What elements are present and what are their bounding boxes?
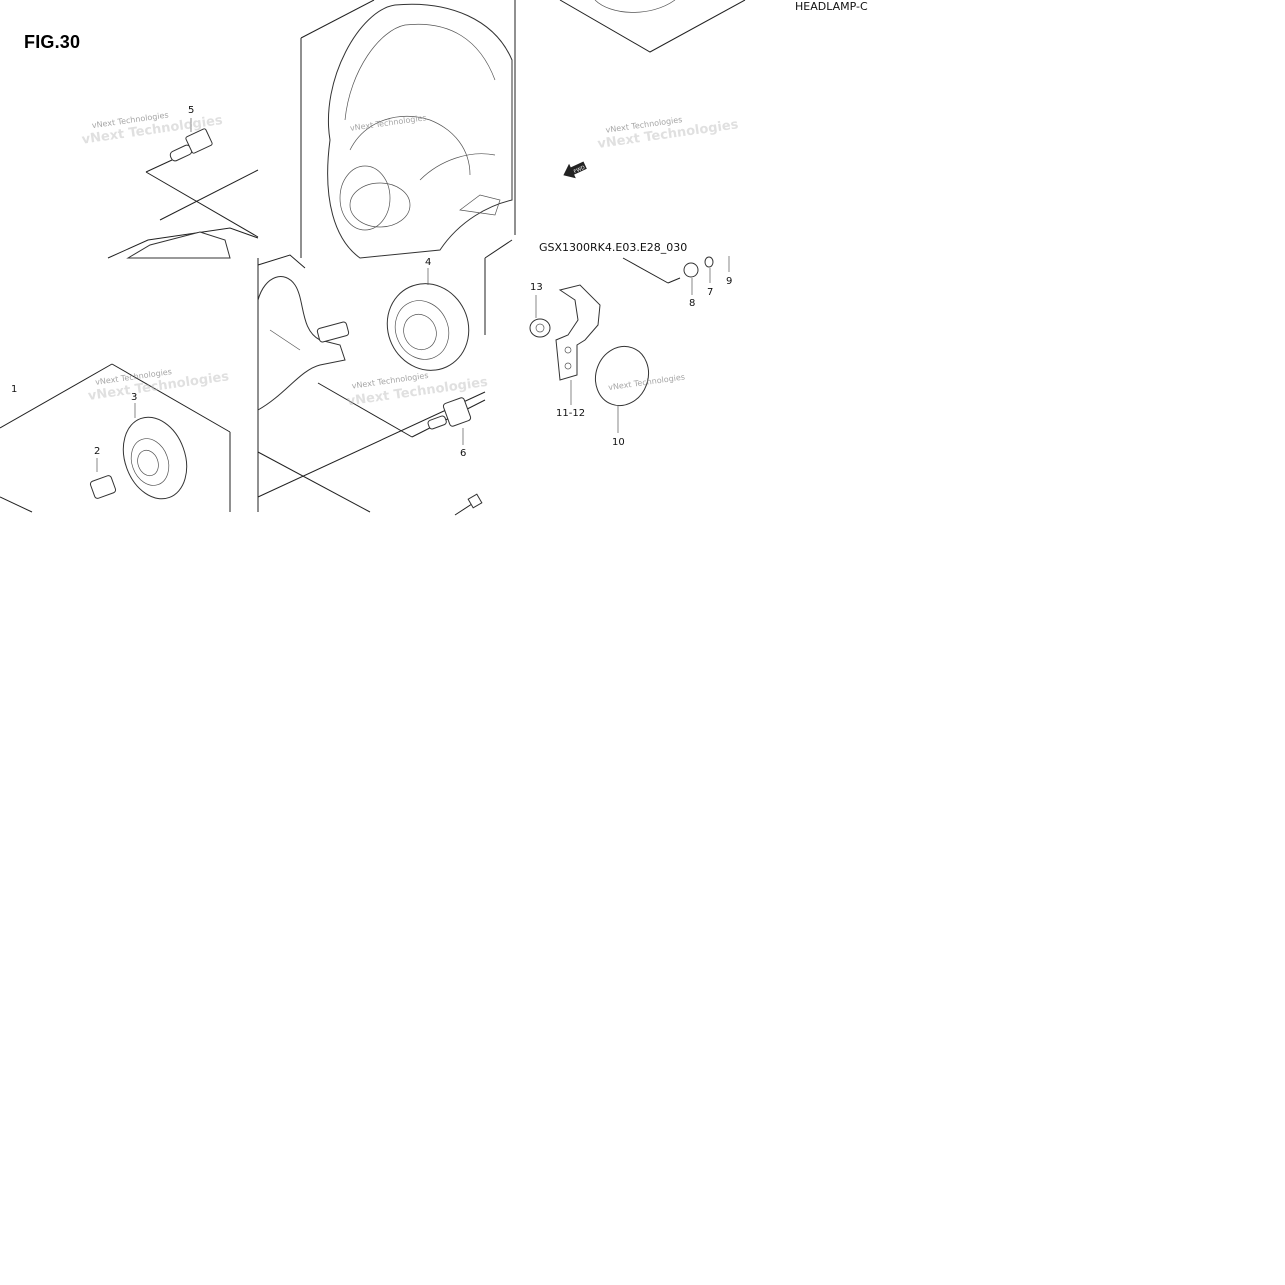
- callout-13: 13: [530, 282, 543, 293]
- callout-8: 8: [689, 298, 695, 309]
- callout-7: 7: [707, 287, 713, 298]
- upper-frame: [559, 0, 746, 53]
- grommet-8: [683, 262, 699, 295]
- reflector-ring-3: [122, 403, 188, 500]
- callout-2: 2: [94, 446, 100, 457]
- fwd-label: FWD: [573, 165, 586, 175]
- reflector-ring-4: [386, 268, 470, 371]
- washer-7: [704, 256, 714, 283]
- section-label: HEADLAMP-C: [795, 0, 868, 13]
- bracket-11-12: [555, 284, 601, 405]
- cap-10: [595, 345, 649, 433]
- drawing-code: GSX1300RK4.E03.E28_030: [539, 241, 687, 254]
- callout-1: 1: [11, 384, 17, 395]
- callout-6: 6: [460, 448, 466, 459]
- bolt-screw: [454, 493, 483, 516]
- bulb-5: [169, 118, 213, 162]
- headlamp-housing: [300, 0, 516, 335]
- callout-10: 10: [612, 437, 625, 448]
- figure-title: FIG.30: [24, 32, 81, 52]
- nut-13: [529, 295, 551, 338]
- callout-3: 3: [131, 392, 137, 403]
- fwd-arrow-icon: FWD: [563, 161, 587, 179]
- bulb-6: [427, 397, 472, 445]
- watermark-4: vNext Technologies vNext Technologies: [87, 367, 230, 404]
- callout-5: 5: [188, 105, 194, 116]
- socket-2: [89, 458, 117, 499]
- callout-4: 4: [425, 257, 431, 268]
- housing-rear-body: [107, 227, 350, 512]
- callout-11-12: 11-12: [556, 408, 585, 419]
- callout-9: 9: [726, 276, 732, 287]
- watermark-3: vNext Technologies vNext Technologies: [597, 115, 740, 152]
- watermark-5: vNext Technologies vNext Technologies: [346, 371, 489, 409]
